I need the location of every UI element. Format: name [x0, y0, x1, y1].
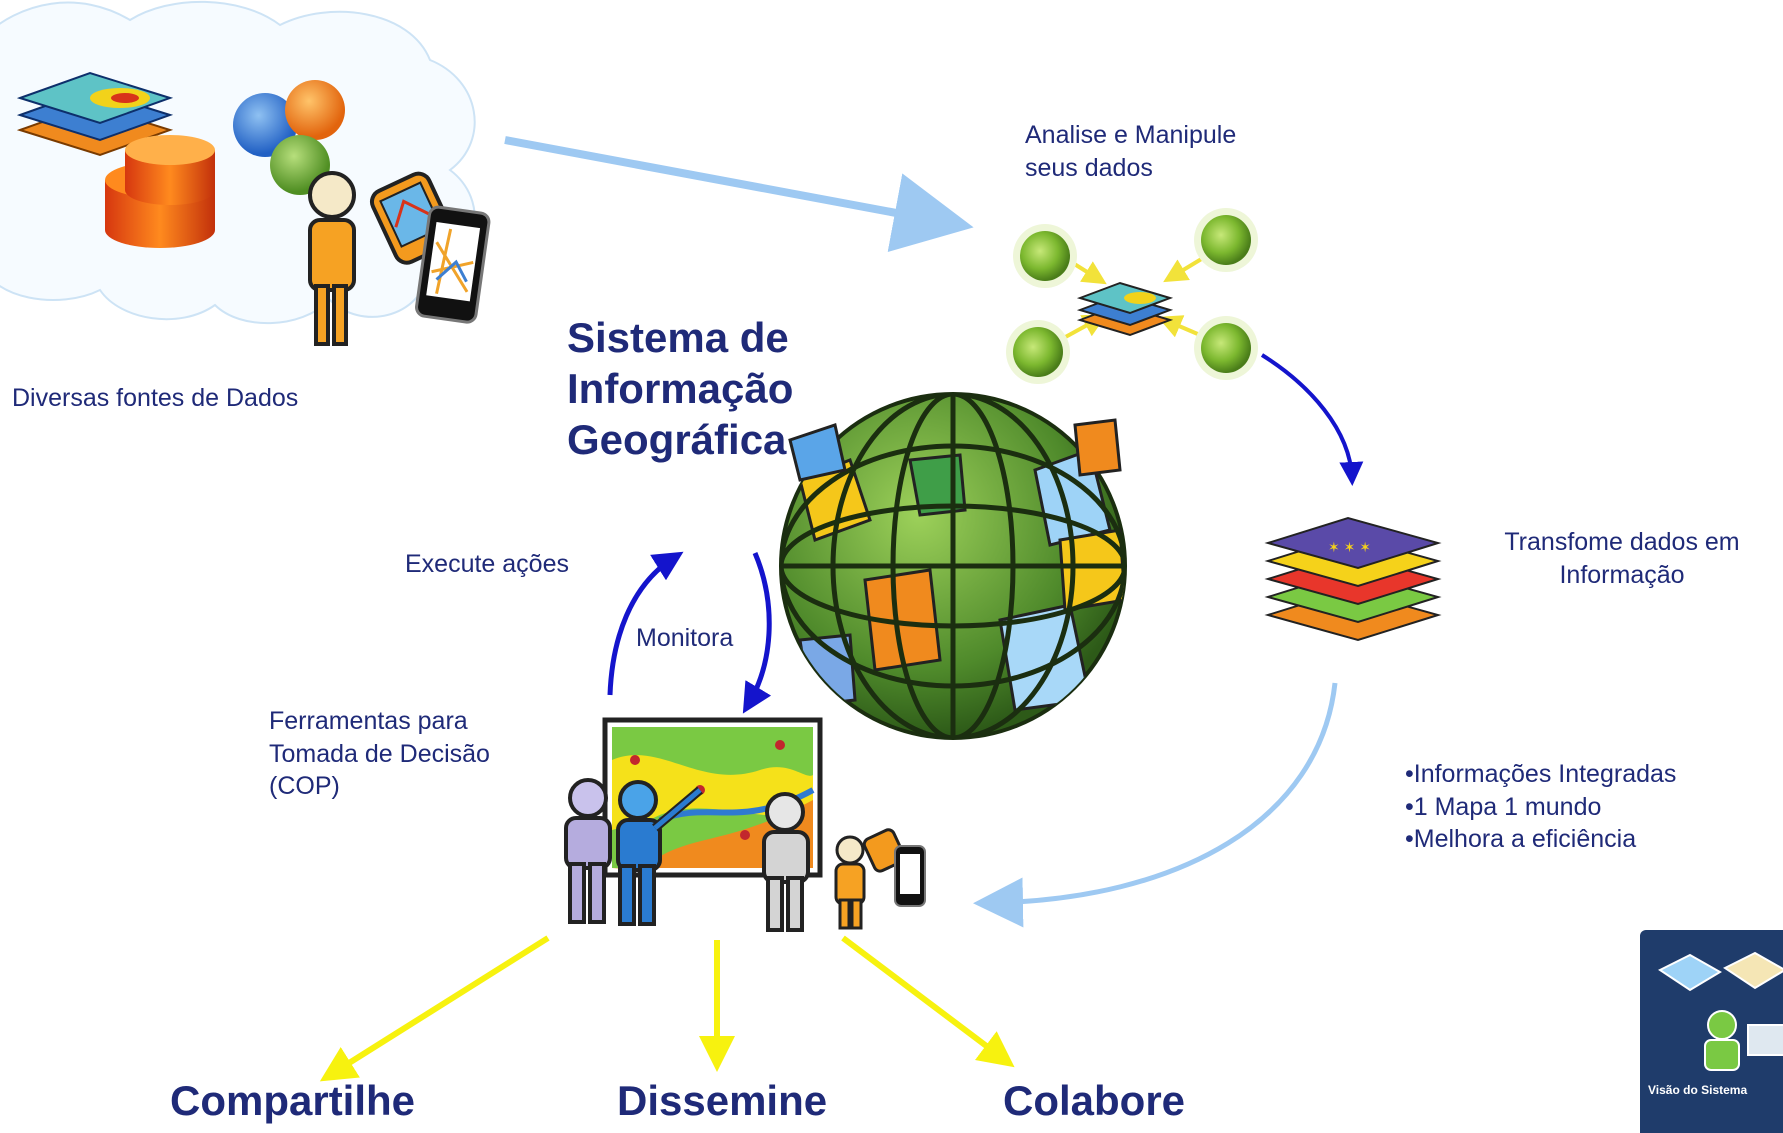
arrow-sources-to-analysis [504, 136, 974, 253]
smartphone-icon [415, 205, 491, 324]
analyze-label-line1: Analise e Manipule [1025, 121, 1237, 149]
person-icon [308, 171, 356, 346]
arrow-to-share [319, 935, 550, 1082]
arrow-analysis-to-transform [1260, 353, 1364, 486]
decision-label-line3: (COP) [269, 772, 340, 800]
title-line1: Sistema de [567, 314, 789, 361]
analyze-label-line2: seus dados [1025, 153, 1153, 182]
decision-label-line2: Tomada de Decisão [269, 739, 490, 768]
svg-text:✶ ✶ ✶: ✶ ✶ ✶ [1328, 539, 1371, 555]
map-layers-icon [1076, 281, 1174, 337]
team-people-icon [564, 778, 926, 932]
decision-label-line1: Ferramentas para [269, 707, 468, 735]
layered-data-icon: ✶ ✶ ✶ [1264, 516, 1442, 642]
execute-actions-label: Execute ações [405, 550, 569, 578]
data-sources-label: Diversas fontes de Dados [12, 384, 299, 412]
badge-label: Visão do Sistema [1648, 1083, 1748, 1097]
transform-label-line1: Transfome dados em [1504, 528, 1740, 556]
analyze-label: Analise e Manipule seus dados [1025, 119, 1236, 184]
green-node-icon [1006, 208, 1258, 384]
system-view-badge: Visão do Sistema [1640, 930, 1783, 1133]
benefit-item: •Melhora a eficiência [1405, 825, 1637, 853]
benefit-item: •Informações Integradas [1405, 760, 1677, 788]
transform-label: Transfome dados em Informação [1462, 526, 1782, 591]
cloud-icon [0, 0, 476, 325]
arrow-execute-actions [607, 551, 684, 696]
globe-icon [779, 392, 1127, 740]
share-label: Compartilhe [170, 1077, 416, 1124]
decision-tools-label: Ferramentas para Tomada de Decisão (COP) [269, 705, 490, 803]
benefits-list: •Informações Integradas •1 Mapa 1 mundo … [1405, 758, 1676, 856]
page-title: Sistema de Informação Geográfica [567, 312, 793, 466]
analysis-network [1006, 208, 1258, 384]
arrow-monitor [742, 552, 772, 714]
monitor-label: Monitora [636, 624, 734, 652]
title-line3: Geográfica [567, 416, 787, 464]
collaborate-label: Colabore [1003, 1077, 1186, 1124]
badge-graphic [1640, 930, 1783, 1133]
database-icon [105, 135, 215, 248]
arrow-to-collaborate [841, 935, 1015, 1068]
title-line2: Informação [567, 365, 794, 413]
transform-label-line2: Informação [1559, 560, 1685, 589]
disseminate-label: Dissemine [617, 1077, 828, 1124]
arrow-transform-to-decision [973, 682, 1338, 928]
benefit-item: •1 Mapa 1 mundo [1405, 792, 1602, 821]
